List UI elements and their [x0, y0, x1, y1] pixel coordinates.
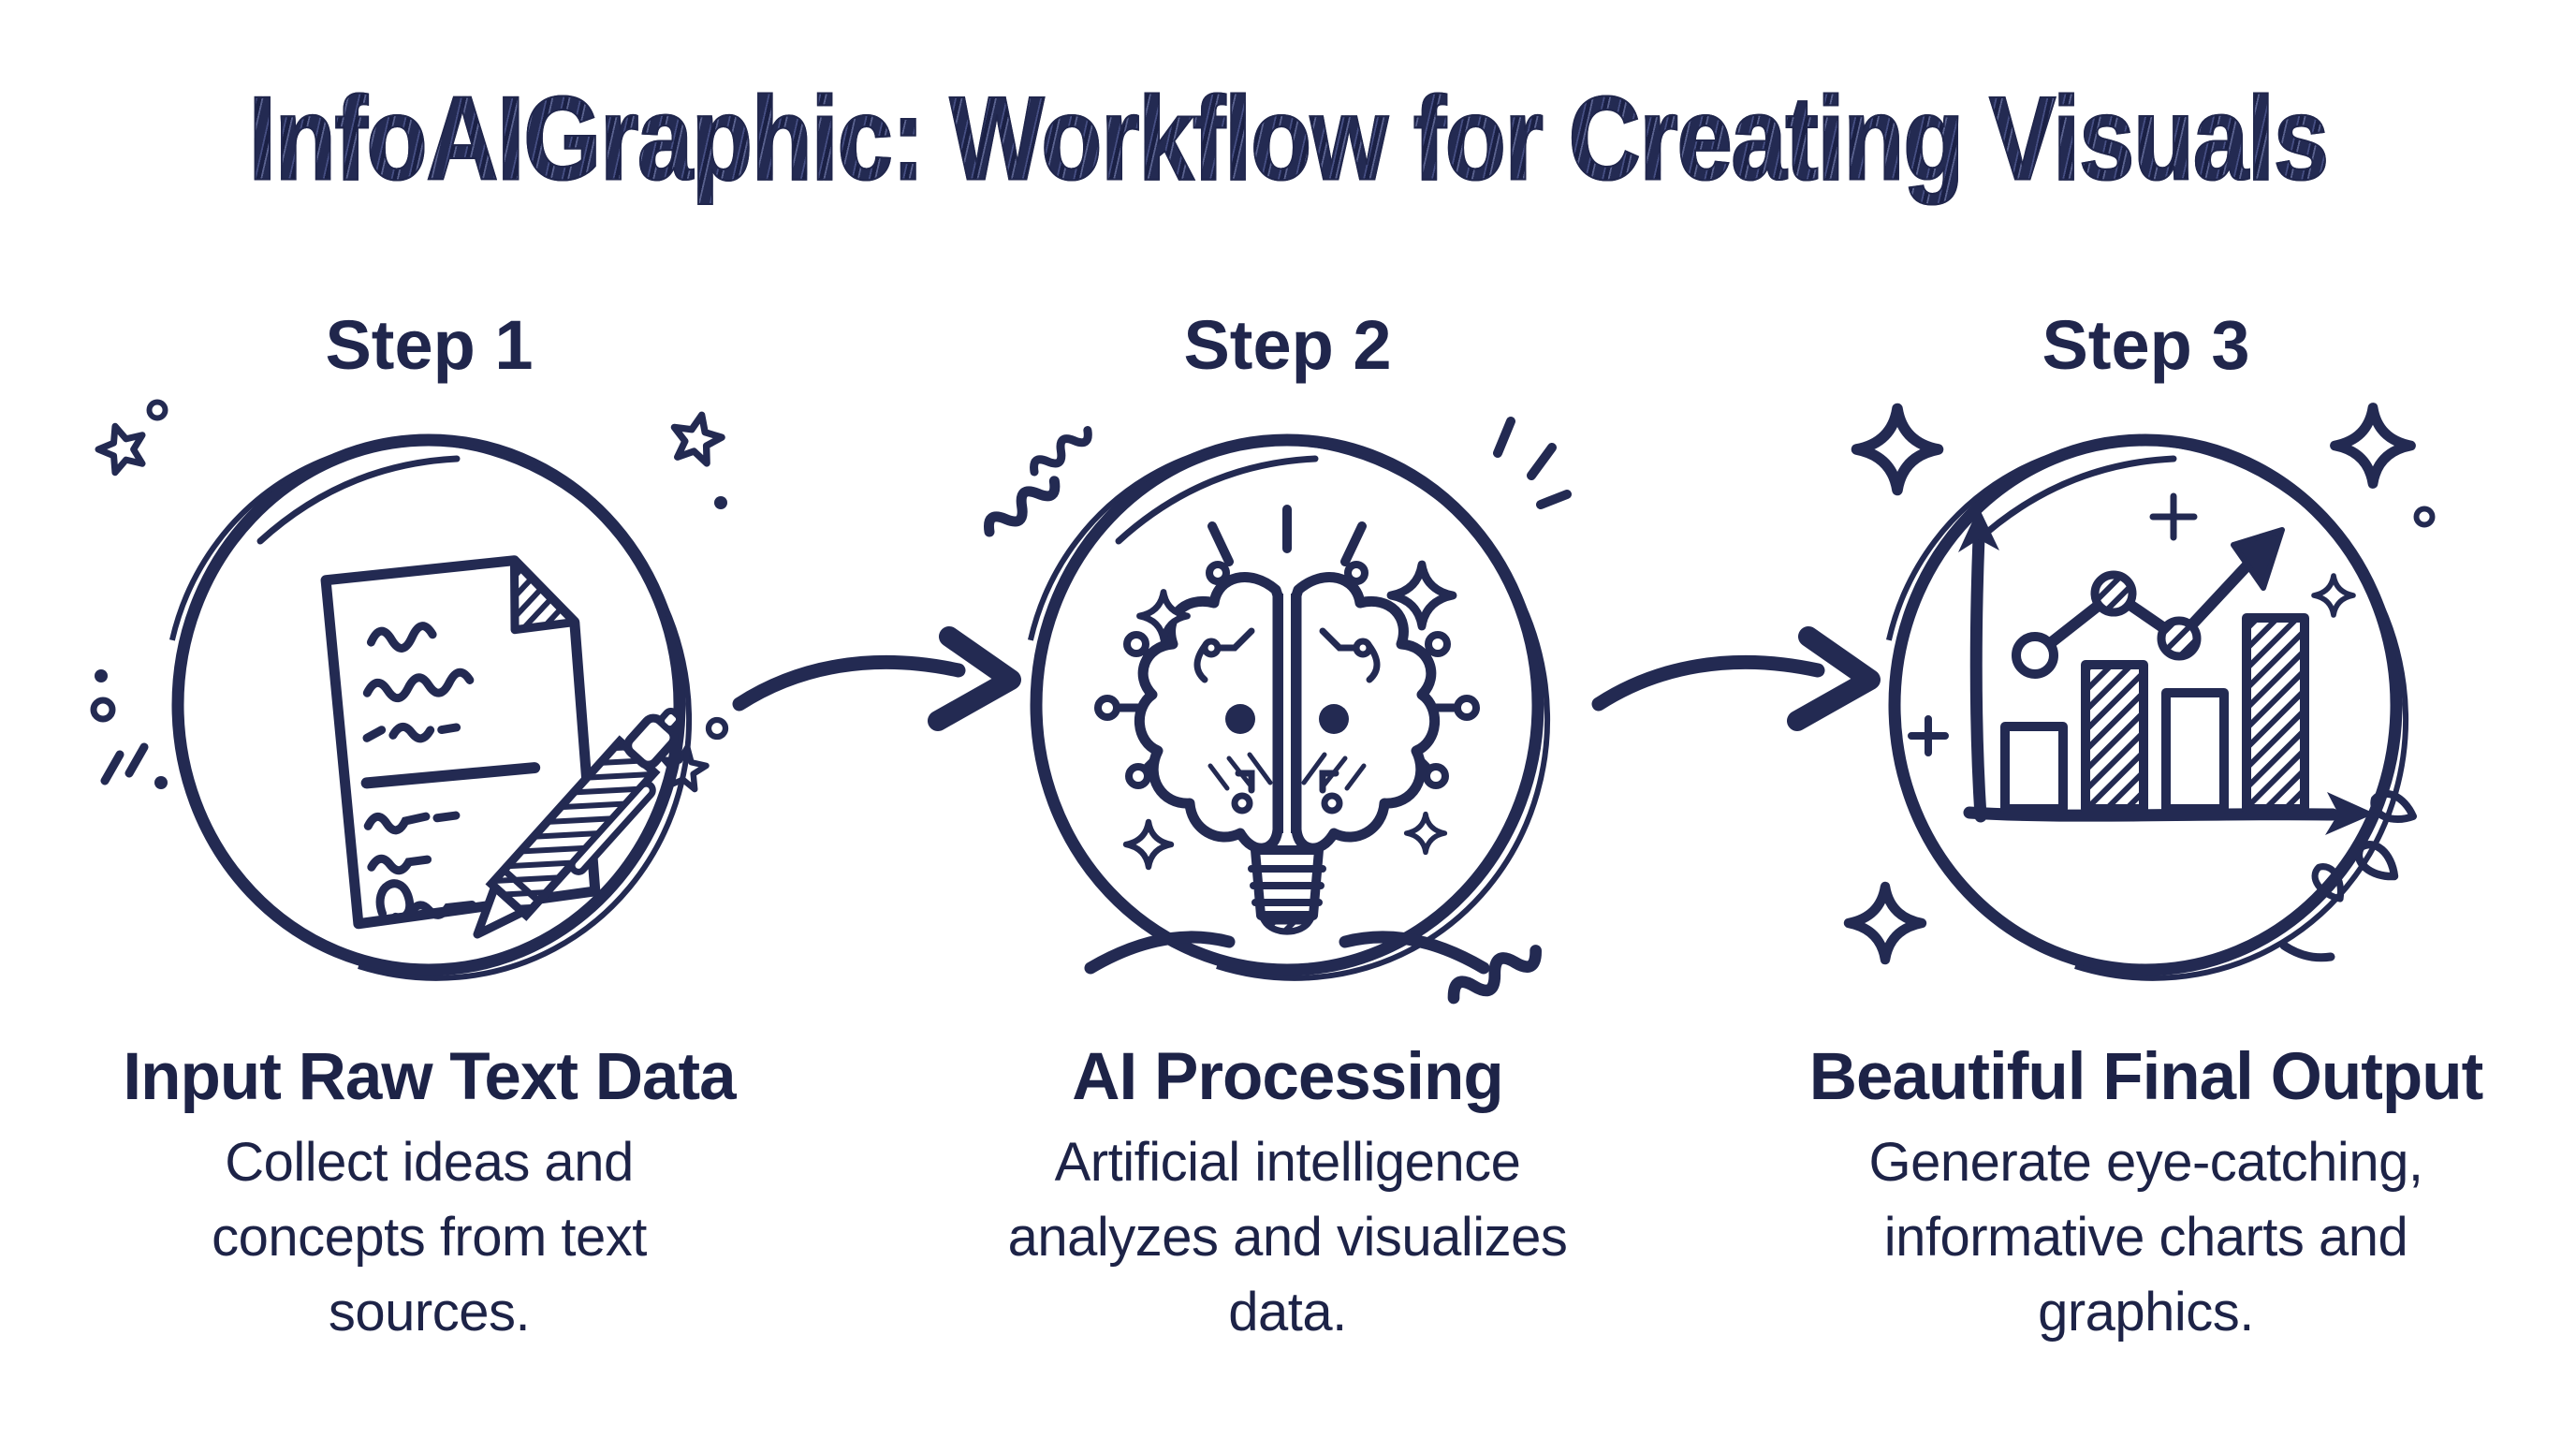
ai-brain-lightbulb-icon	[1006, 410, 1568, 1028]
step-1-description: Collect ideas and concepts from text sou…	[212, 1132, 647, 1343]
step-1-label: Step 1	[325, 306, 534, 384]
ring-dot-icon	[709, 720, 725, 737]
handwriting-lines	[360, 622, 541, 922]
brain-circuits	[1193, 627, 1381, 814]
step-3-figure	[1717, 393, 2575, 1030]
step-3-decorations	[1717, 393, 2575, 1030]
ring-dot-icon	[94, 700, 112, 719]
step-2-decorations	[858, 417, 1572, 1030]
bulb-base	[1248, 845, 1326, 935]
step-column-1: Step 1	[0, 0, 858, 1438]
sparkle-icon	[1407, 814, 1445, 853]
step-column-3: Step 3	[1717, 0, 2575, 1438]
step-3-heading: Beautiful Final Output	[1808, 1040, 2483, 1114]
trend-line	[2012, 527, 2285, 679]
arrow-step2-to-step3	[1591, 626, 1881, 731]
growth-chart-icon	[1865, 410, 2426, 1028]
splash-drops-icon	[2279, 788, 2418, 962]
step-2-heading: AI Processing	[1072, 1040, 1504, 1114]
step-column-2: Step 2	[858, 0, 1717, 1438]
star-icon	[93, 419, 151, 476]
step-3-description: Generate eye-catching, informative chart…	[1868, 1132, 2423, 1343]
brain	[1134, 577, 1434, 848]
step-3-label: Step 3	[2042, 306, 2250, 384]
dot-icon	[714, 496, 727, 509]
step-2-figure	[858, 393, 1717, 1030]
circuit-nodes	[1094, 561, 1480, 789]
step-1-heading: Input Raw Text Data	[123, 1040, 736, 1114]
dash-marks-icon	[1493, 417, 1572, 509]
dot-icon	[95, 669, 108, 682]
page-title: InfoAIGraphic: Workflow for Creating Vis…	[154, 70, 2422, 207]
step-1-figure	[0, 393, 858, 1030]
plus-sparkle-icon	[1908, 715, 1949, 756]
step-1-decorations	[0, 393, 858, 1030]
dash-marks-icon	[100, 742, 149, 785]
chart-axes	[1958, 507, 2375, 835]
idea-rays	[1208, 505, 1367, 566]
step-2-description: Artificial intelligence analyzes and vis…	[1007, 1132, 1568, 1343]
pen	[473, 708, 683, 939]
arrow-step1-to-step2	[732, 626, 1021, 731]
document-pen-icon	[148, 410, 710, 1028]
sparkle-icon	[1126, 822, 1171, 867]
shoulder-arcs	[1084, 931, 1490, 975]
step-2-label: Step 2	[1183, 306, 1392, 384]
plus-sparkle-icon	[2149, 492, 2198, 541]
chart-bars	[2000, 613, 2309, 814]
folded-corner	[509, 556, 579, 635]
